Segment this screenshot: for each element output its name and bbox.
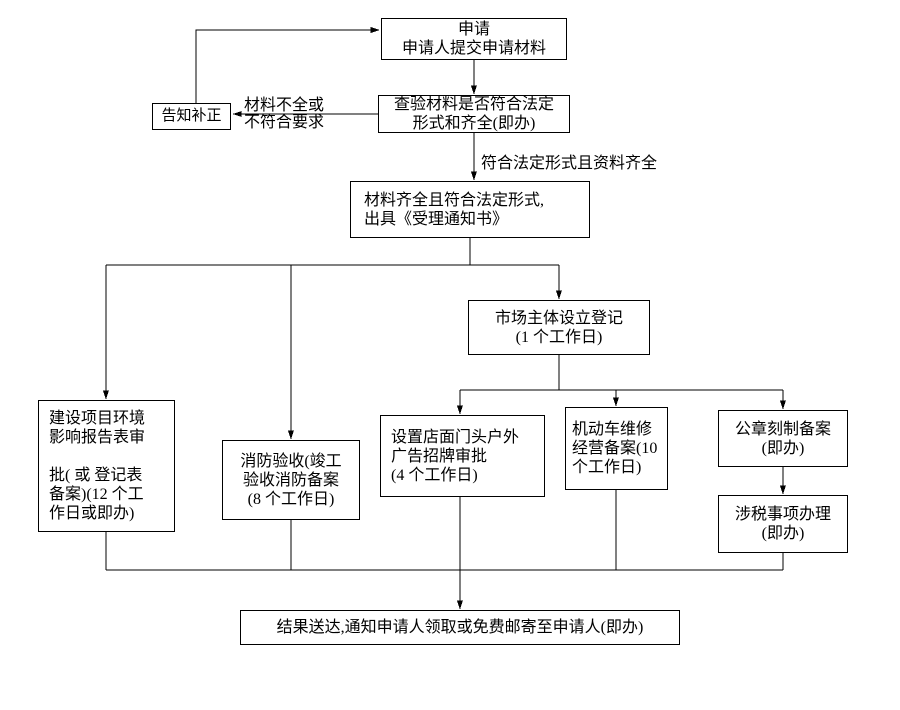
- node-acceptance-notice: 材料齐全且符合法定形式, 出具《受理通知书》: [350, 181, 590, 238]
- edge-label-incomplete: 材料不全或 不符合要求: [243, 97, 324, 131]
- node-signage-approval: 设置店面门头户外 广告招牌审批 (4 个工作日): [380, 415, 545, 497]
- edge-label-complete: 符合法定形式且资料齐全: [481, 155, 658, 172]
- node-vehicle-repair-filing: 机动车维修 经营备案(10 个工作日): [565, 407, 668, 490]
- node-notify-correction: 告知补正: [152, 103, 231, 130]
- node-tax-matters: 涉税事项办理 (即办): [718, 495, 848, 553]
- node-fire-inspection: 消防验收(竣工 验收消防备案 (8 个工作日): [222, 440, 360, 520]
- node-application: 申请 申请人提交申请材料: [381, 18, 567, 60]
- node-environment-approval: 建设项目环境 影响报告表审 批( 或 登记表 备案)(12 个工 作日或即办): [38, 400, 175, 532]
- node-material-check: 查验材料是否符合法定 形式和齐全(即办): [378, 95, 570, 133]
- arrow-notify-apply: [195, 27, 380, 103]
- node-seal-engraving-filing: 公章刻制备案 (即办): [718, 410, 848, 467]
- node-result-delivery: 结果送达,通知申请人领取或免费邮寄至申请人(即办): [240, 610, 680, 645]
- node-market-registration: 市场主体设立登记 (1 个工作日): [468, 300, 650, 355]
